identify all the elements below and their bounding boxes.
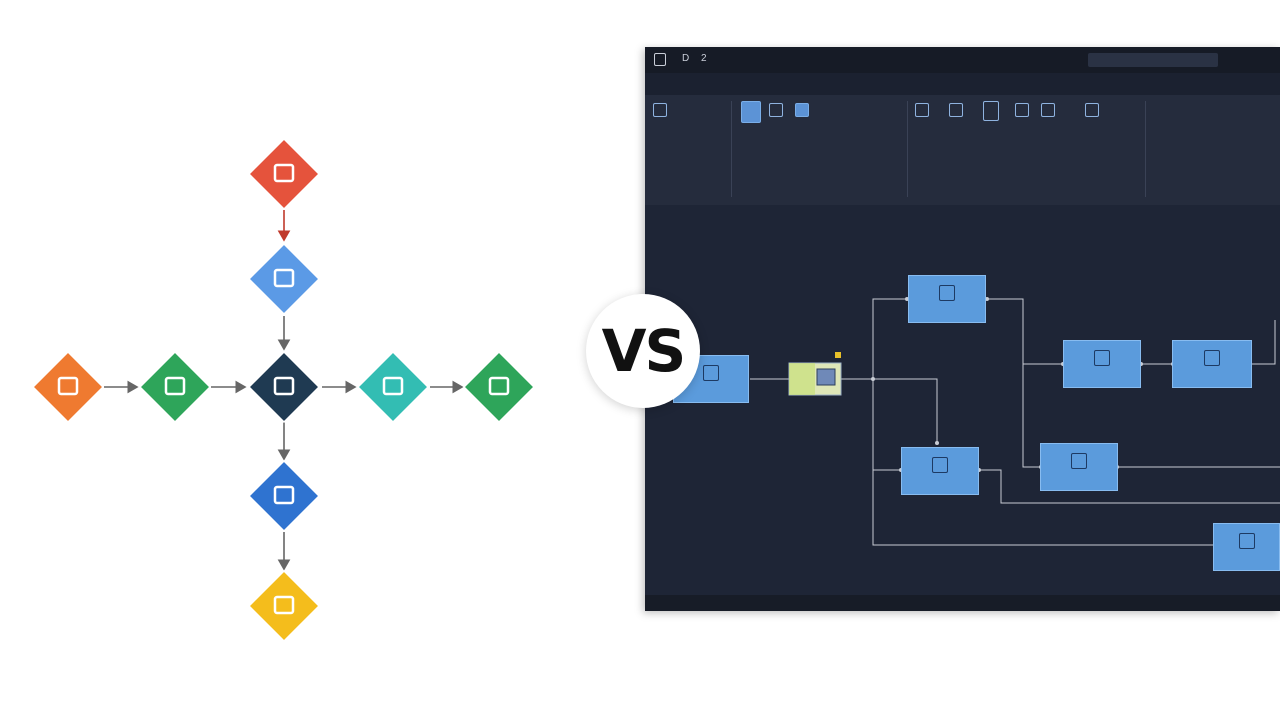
align-tool-icon[interactable] [1041, 103, 1055, 117]
scatter-icon [273, 163, 295, 183]
flow-node-n-top[interactable] [908, 275, 986, 323]
ribbon-separator [731, 101, 732, 197]
diamond-shape [31, 350, 105, 424]
ribbon-separator [907, 101, 908, 197]
ribbon-toolbar [645, 95, 1280, 205]
group-tool-icon[interactable] [1015, 103, 1029, 117]
document-icon [273, 485, 295, 505]
diamond-shape [247, 350, 321, 424]
connector-middle-top [841, 298, 907, 380]
shapes-tool-icon[interactable] [769, 103, 783, 117]
clipboard-icon [273, 595, 295, 615]
flow-node-n-lower-a[interactable] [901, 447, 979, 495]
bars-icon [1071, 453, 1087, 469]
connector-trunk-lower-a [872, 379, 901, 471]
tools-icon [382, 376, 404, 396]
diamond-shape [356, 350, 430, 424]
stack-icon [164, 376, 186, 396]
diamond-shape [462, 350, 536, 424]
diamond-node-far-right [462, 350, 536, 424]
app-icon [654, 53, 666, 66]
user-icon [57, 376, 79, 396]
title-glyph-2: 2 [701, 53, 707, 64]
diamond-node-bottom [247, 569, 321, 643]
layer-tool-icon[interactable] [983, 101, 999, 121]
diamond-node-mid-right [356, 350, 430, 424]
connector-dot [985, 297, 989, 301]
editor-connectors [750, 298, 1280, 546]
flow-node-n-right-a[interactable] [1063, 340, 1141, 388]
diamond-shape [247, 137, 321, 211]
diamond-node-upper [247, 242, 321, 316]
stack-icon [488, 376, 510, 396]
flow-node-n-lower-b[interactable] [1040, 443, 1118, 491]
flow-node-n-far[interactable] [1213, 523, 1280, 571]
pointer-tool-icon[interactable] [653, 103, 667, 117]
diamond-flow-diagram [31, 137, 536, 643]
connector-lower-a-far [979, 469, 1280, 504]
title-glyph-1: D [682, 53, 690, 64]
table-node-accent [789, 363, 815, 395]
diamond-shape [247, 242, 321, 316]
title-bar: D 2 [645, 47, 1280, 73]
distribute-tool-icon[interactable] [1085, 103, 1099, 117]
connector-tool-icon[interactable] [915, 103, 929, 117]
fill-tool-icon[interactable] [795, 103, 809, 117]
diagram-connectors [104, 210, 464, 571]
page-tool-icon[interactable] [741, 101, 761, 123]
diamond-node-top [247, 137, 321, 211]
clipboard-icon [1238, 533, 1255, 549]
bars-icon [932, 457, 948, 473]
connector-right-a-lower-b [1022, 364, 1041, 468]
diamond-shape [247, 569, 321, 643]
window-icon [939, 285, 955, 301]
connector-dot [871, 377, 875, 381]
building-icon [273, 268, 295, 288]
diamond-shape [247, 459, 321, 533]
menu-bar [645, 73, 1280, 95]
table-node-tag [835, 352, 841, 358]
diamond-node-center [247, 350, 321, 424]
connector-right-b-offscreen [1251, 320, 1276, 365]
connector-top-right-a [987, 298, 1063, 365]
diagram-editor-window: D 2 [645, 47, 1280, 611]
search-box[interactable] [1088, 53, 1218, 67]
window-icon [1094, 350, 1110, 366]
flow-node-n-right-b[interactable] [1172, 340, 1252, 388]
diamond-shape [138, 350, 212, 424]
ribbon-separator [1145, 101, 1146, 197]
diamond-node-lower [247, 459, 321, 533]
connector-dot [935, 441, 939, 445]
diamond-node-mid-left [138, 350, 212, 424]
vs-badge: VS [586, 294, 700, 408]
connector-trunk-far [872, 470, 1213, 546]
diagram-canvas[interactable] [645, 175, 1280, 595]
window-icon [1204, 350, 1220, 366]
document-icon [273, 376, 295, 396]
table-icon [703, 365, 719, 381]
arrange-tool-icon[interactable] [949, 103, 963, 117]
middle-table-node[interactable] [788, 352, 842, 396]
diamond-node-far-left [31, 350, 105, 424]
status-bar [645, 595, 1280, 611]
connector-middle-lower-a [873, 378, 938, 443]
table-node-grid-icon [816, 368, 836, 386]
